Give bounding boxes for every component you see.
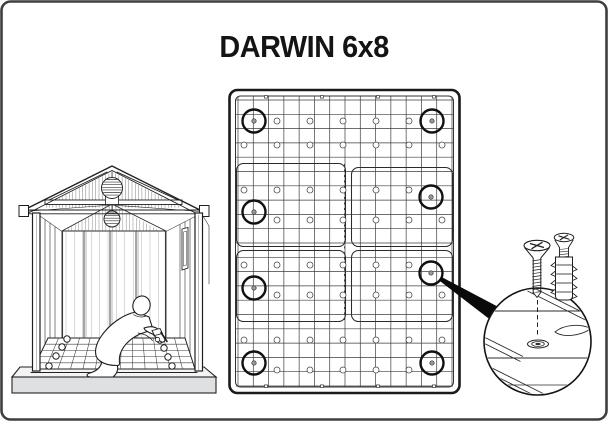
wall-plug-icon [550,232,578,301]
plug-phillips-cross [558,234,570,241]
slab-front-face [11,376,217,394]
roof-vent-back-stripes [104,212,120,224]
page-title-text: DARWIN 6x8 [219,29,389,64]
roof-vent-back [103,210,121,228]
screw-phillips-cross [529,241,545,250]
person-collar [133,314,147,318]
panel-inner-border [235,95,454,388]
side-window [181,226,189,271]
panel-mats [235,162,454,323]
screwdriver-tool [151,327,168,343]
callout-arrow [438,276,497,319]
eave-block-right [199,205,210,217]
person-torso [94,311,154,367]
detail-callout [438,232,592,396]
roof-vent-top-stripes [102,179,122,196]
person-figure [86,295,166,378]
screw-tip [532,292,542,299]
panel-holes [240,117,446,374]
screw-head-cone [524,247,550,259]
plug-segments [556,264,572,293]
shed-scene [10,165,218,394]
plug-head-cone [554,239,574,248]
eave-block-left [18,205,29,217]
person-head [132,295,151,316]
roof-vent-top [101,177,123,199]
roof-frame [18,165,210,217]
truss-brace-right [116,171,179,201]
callout-interior [485,289,590,394]
plug-barbs [550,261,578,300]
page-title: DARWIN 6x8 [0,31,608,62]
front-posts [31,212,204,372]
floor-panel-figure [228,88,461,395]
panel-ticks [264,95,436,388]
callout-leaf-shape [554,324,590,336]
plug-body [555,256,573,301]
truss-brace-left [48,171,108,201]
person-arm-inner [137,332,153,341]
panel-grid [236,96,453,387]
floor-hole-detail [527,339,549,349]
panel-anchors [241,108,445,376]
plug-neck-threads [558,248,570,258]
shed-floor-anchors [45,335,176,370]
screw-icon [523,239,551,299]
back-wall-siding [62,231,166,338]
